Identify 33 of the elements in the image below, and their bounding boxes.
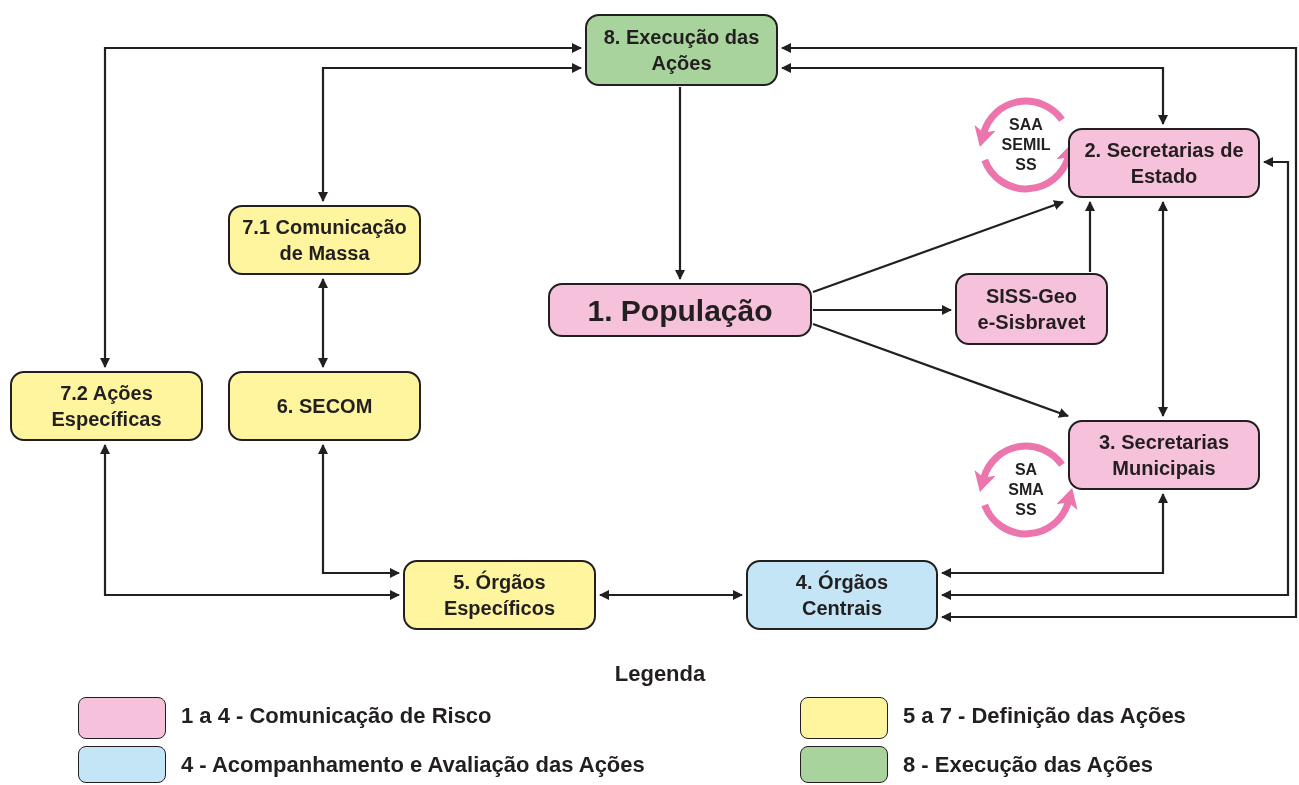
legend-text: 1 a 4 - Comunicação de Risco: [181, 703, 492, 729]
arrow: [781, 43, 1298, 622]
process-box: 5. Órgãos Específicos: [403, 560, 596, 630]
legend-title: Legenda: [613, 661, 707, 687]
arrow: [318, 444, 400, 578]
arrow: [675, 87, 685, 280]
arrow: [812, 322, 1069, 418]
arrow: [1158, 201, 1168, 417]
arrow: [100, 43, 582, 368]
process-box: 7.1 Comunicação de Massa: [228, 205, 421, 275]
arrow: [941, 157, 1290, 600]
arrow: [813, 305, 952, 315]
legend-text: 8 - Execução das Ações: [903, 752, 1153, 778]
arrow: [812, 200, 1064, 294]
arrow: [599, 590, 743, 600]
process-box: 2. Secretarias de Estado: [1068, 128, 1260, 198]
process-box: 7.2 Ações Específicas: [10, 371, 203, 441]
process-box: 8. Execução das Ações: [585, 14, 778, 86]
process-box: 4. Órgãos Centrais: [746, 560, 938, 630]
legend-text: 4 - Acompanhamento e Avaliação das Ações: [181, 752, 645, 778]
agency-list: SAA SEMIL SS: [999, 115, 1053, 175]
process-box: SISS-Geo e-Sisbravet: [955, 273, 1108, 345]
process-box: 3. Secretarias Municipais: [1068, 420, 1260, 490]
process-box: 6. SECOM: [228, 371, 421, 441]
arrow: [318, 63, 582, 202]
agency-list: SA SMA SS: [999, 460, 1053, 520]
arrow: [1085, 201, 1095, 272]
arrow: [941, 493, 1168, 578]
arrow: [100, 444, 400, 600]
arrow: [781, 63, 1168, 125]
arrow: [318, 278, 328, 368]
process-box: 1. População: [548, 283, 812, 337]
legend-text: 5 a 7 - Definição das Ações: [903, 703, 1186, 729]
